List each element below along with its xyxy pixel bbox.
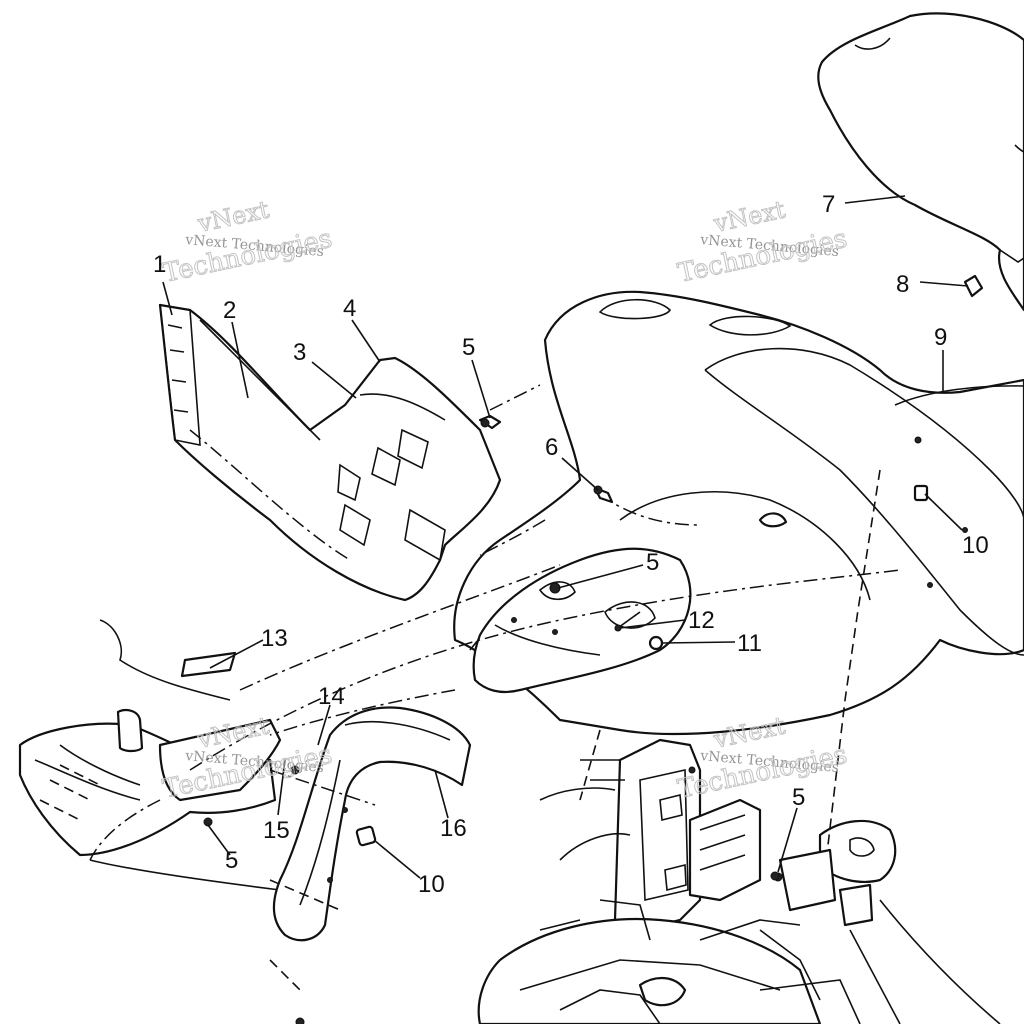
callout-labels: 1 2 3 4 5 6 5 7 8 9 10 12 11 13 14 15 16… <box>153 191 989 898</box>
callout-7: 7 <box>822 191 835 218</box>
callout-2: 2 <box>223 297 236 324</box>
callout-13: 13 <box>261 625 288 652</box>
callout-10-a: 10 <box>962 532 989 559</box>
leader-lines <box>162 195 969 879</box>
front-fender-body <box>472 547 692 694</box>
hardware-pieces <box>180 274 984 1024</box>
callout-8: 8 <box>896 271 909 298</box>
callout-16: 16 <box>440 815 467 842</box>
callout-6: 6 <box>545 434 558 461</box>
seat-part-7 <box>817 12 1024 312</box>
callout-1: 1 <box>153 251 166 278</box>
svg-text:vNext: vNext <box>194 195 272 238</box>
callout-9: 9 <box>934 324 947 351</box>
callout-5-a: 5 <box>462 334 475 361</box>
callout-11: 11 <box>737 630 762 657</box>
footrest-area <box>18 619 282 891</box>
callout-3: 3 <box>293 339 306 366</box>
callout-5-b: 5 <box>646 549 659 576</box>
side-panel-parts-1-4 <box>158 303 502 602</box>
callout-5-c: 5 <box>225 847 238 874</box>
callout-14: 14 <box>318 683 345 710</box>
watermark-top-left: vNext vNext Technologies Technologies <box>160 195 336 289</box>
callout-5-d: 5 <box>792 784 805 811</box>
callout-10-b: 10 <box>418 871 445 898</box>
callout-4: 4 <box>343 295 356 322</box>
svg-text:vNext: vNext <box>710 195 788 238</box>
callout-15: 15 <box>263 817 290 844</box>
frame-chassis <box>477 738 1001 1024</box>
callout-12: 12 <box>688 607 715 634</box>
fender-flare-parts-14-16 <box>272 706 472 942</box>
